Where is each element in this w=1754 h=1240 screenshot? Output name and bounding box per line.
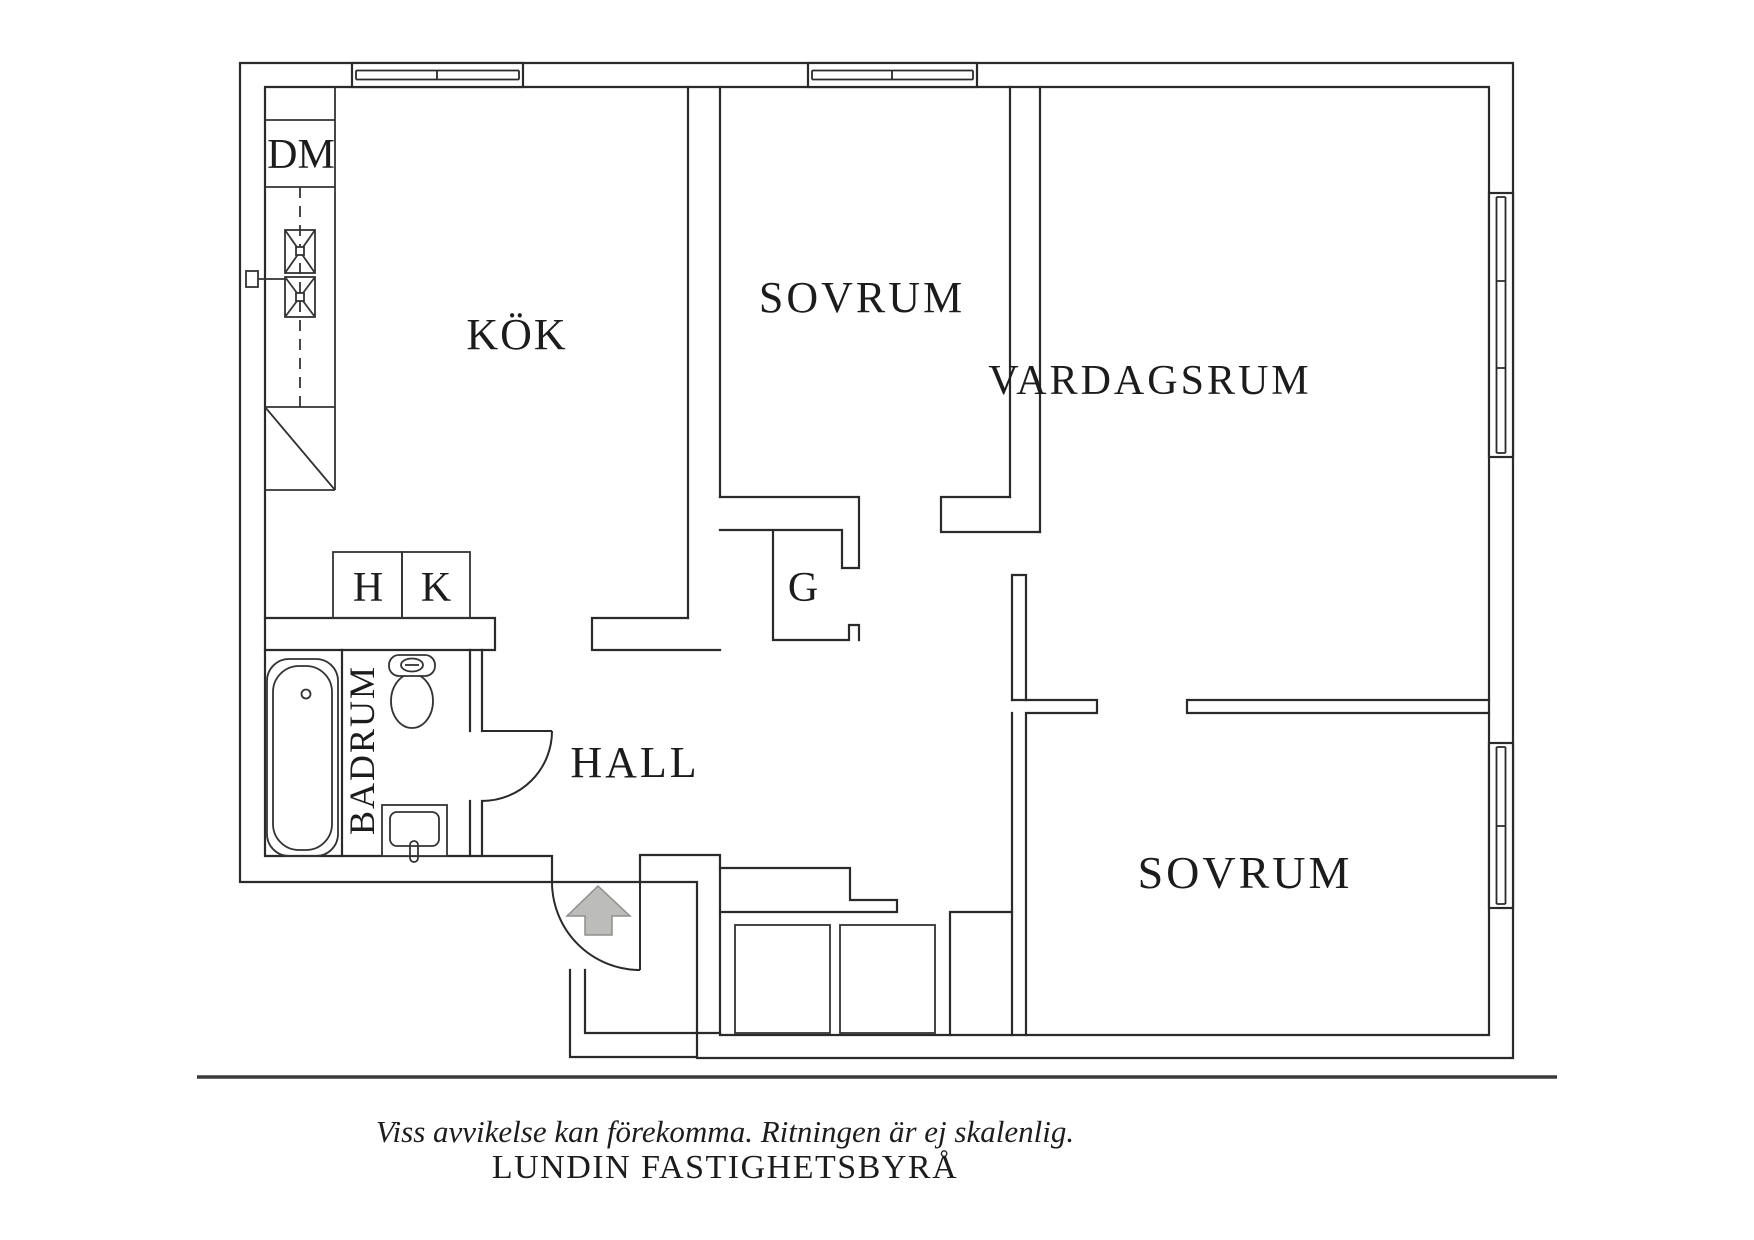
outer-wall [238,61,1515,1060]
doors [481,730,641,971]
footer-disclaimer: Viss avvikelse kan förekomma. Ritningen … [376,1114,1074,1149]
closet-label-k: K [421,565,451,611]
room-label-kok: KÖK [466,310,567,359]
closet-label-dm: DM [267,132,335,178]
closet-label-h: H [353,565,383,611]
entrance-door-icon [551,881,641,971]
room-labels: KÖK SOVRUM VARDAGSRUM SOVRUM HALL BADRUM… [267,132,1353,898]
room-label-vardagsrum: VARDAGSRUM [988,358,1311,404]
window-icon-sovrum-bottom [1487,741,1515,910]
bathroom-fixtures [266,654,448,863]
sovrum-vardagsrum-wall [1008,85,1042,534]
kitchen-east-wall [686,85,722,620]
window-icon-vardagsrum [1487,191,1515,459]
window-icon-sovrum-top [806,61,979,89]
room-label-sovrum-bottom: SOVRUM [1138,847,1353,898]
room-label-badrum: BADRUM [342,665,382,835]
toilet-icon [388,654,436,729]
bathroom-door-icon [481,730,553,802]
footer-agency: LUNDIN FASTIGHETSBYRÅ [492,1149,958,1186]
bathtub-icon [266,658,339,857]
closet-label-g: G [788,565,818,611]
stairwell [734,924,936,1034]
sovrum2-top-wall [1010,698,1491,1037]
footer: Viss avvikelse kan förekomma. Ritningen … [376,1114,1074,1186]
bathroom-walls [340,648,484,858]
stair-flight-left [734,924,831,1034]
washbasin-icon [381,804,448,863]
room-label-hall: HALL [570,738,699,787]
room-label-sovrum-top: SOVRUM [759,273,965,322]
vardagsrum-west-wall [1010,573,1028,702]
windows [350,61,1515,910]
entrance-arrow-icon [565,884,632,936]
closet-k-box [401,551,471,619]
kitchen-sink-icon [245,229,316,318]
vestibule-walls [718,495,1042,642]
kitchen-fixtures [245,87,471,619]
window-icon-kitchen [350,61,525,89]
kitchen-south-wall [263,616,722,652]
stair-flight-right [839,924,936,1034]
stairwell-walls [568,866,1014,1059]
walls [238,61,1515,1060]
